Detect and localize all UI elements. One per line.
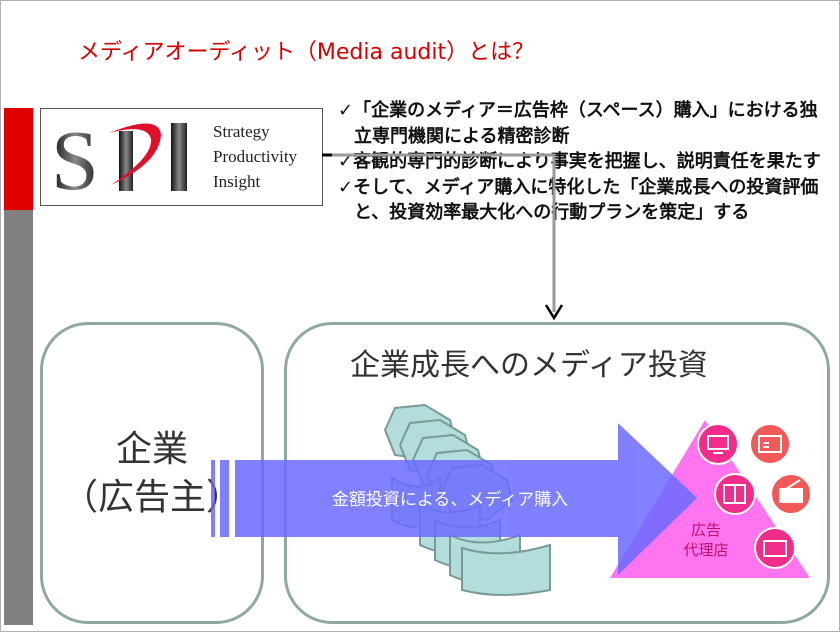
side-bar-red — [4, 108, 33, 210]
purchase-arrow — [211, 423, 697, 575]
slide-title: メディアオーディット（Media audit）とは？ — [78, 40, 535, 65]
logo-wordmark: Strategy Productivity Insight — [213, 119, 297, 194]
bullet-item: ✓そして、メディア購入に特化した「企業成長への投資評価と、投資効率最大化への行動… — [338, 176, 819, 224]
side-bar-gray — [4, 210, 33, 625]
spi-logo-mark: S — [51, 113, 187, 201]
newspaper-icon — [749, 423, 791, 465]
agency-label: 広告 代理店 — [676, 520, 736, 560]
book-icon — [714, 473, 756, 515]
bullet-item: ✓「企業のメディア＝広告枠（スペース）購入」における独立専門機関による精密診断 — [338, 100, 818, 147]
monitor-icon — [697, 423, 739, 465]
agency-label-line: 広告 — [690, 521, 721, 539]
spi-logo: S Strategy Productivity Insight — [40, 108, 323, 206]
logo-word: Strategy — [213, 122, 270, 141]
purchase-arrow-label: 金額投資による、メディア購入 — [331, 490, 569, 510]
agency-label-line: 代理店 — [683, 541, 729, 559]
investment-title: 企業成長へのメディア投資 — [350, 348, 708, 383]
logo-word: Insight — [213, 172, 261, 191]
tv-icon — [754, 527, 796, 569]
logo-word: Productivity — [213, 147, 298, 166]
radio-icon — [770, 473, 812, 515]
svg-text:S: S — [51, 113, 99, 201]
media-icons — [697, 423, 812, 569]
advertiser-label: 企業 — [115, 429, 188, 470]
